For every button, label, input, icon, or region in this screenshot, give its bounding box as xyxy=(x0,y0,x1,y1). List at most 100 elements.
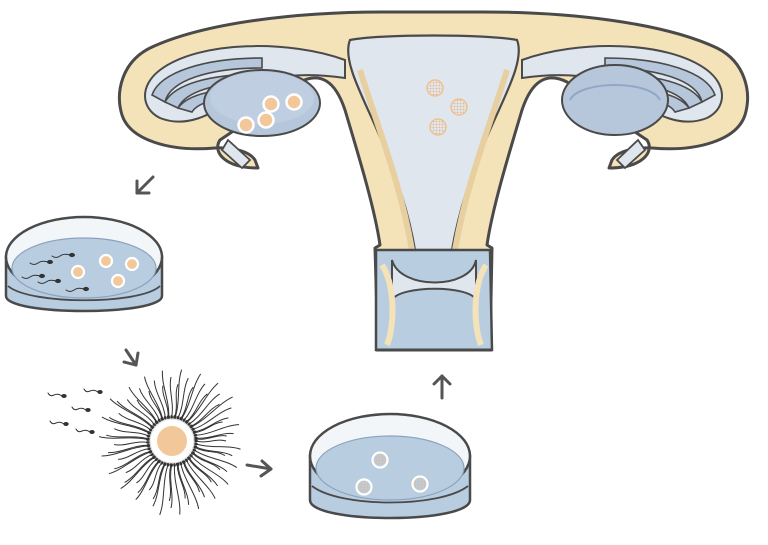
sperm-tail xyxy=(113,441,149,446)
sperm-tail xyxy=(124,456,155,483)
sperm-tail xyxy=(101,445,149,457)
process-arrows xyxy=(122,175,452,478)
sperm-head xyxy=(147,431,152,434)
sperm-tail xyxy=(118,412,152,431)
sperm-tail xyxy=(188,458,212,483)
sperm-tail xyxy=(188,457,219,487)
sperm-tail xyxy=(188,393,220,425)
sperm-tail xyxy=(192,407,232,430)
sperm-tail xyxy=(152,463,166,507)
arrow-down-left-icon xyxy=(135,175,155,195)
sperm-tail xyxy=(162,385,169,418)
arrow-down-icon xyxy=(122,348,140,367)
sperm-head xyxy=(152,455,156,459)
sperm-head xyxy=(148,449,153,453)
sperm-head xyxy=(161,417,164,421)
sperm-head xyxy=(146,434,151,438)
sperm-head xyxy=(191,427,195,431)
sperm-tail xyxy=(126,399,155,425)
sperm-head xyxy=(185,420,189,424)
sperm-tail xyxy=(195,443,241,450)
sperm-tail xyxy=(138,388,160,421)
sperm-tail xyxy=(182,462,200,493)
free-sperm xyxy=(47,388,103,434)
sperm-tail xyxy=(109,398,153,428)
sperm-head xyxy=(155,420,159,424)
sperm-head xyxy=(190,451,195,455)
sperm-tail xyxy=(195,439,227,443)
sperm-head xyxy=(167,415,171,420)
sperm-head xyxy=(193,446,198,449)
surrounding-sperm xyxy=(99,369,241,516)
sperm-tail xyxy=(194,446,226,457)
sperm-tail xyxy=(170,464,173,509)
dish-sperm xyxy=(21,252,89,292)
sperm-head xyxy=(194,439,198,443)
sperm-tail xyxy=(190,455,229,485)
uterus xyxy=(118,10,749,352)
sperm-tail xyxy=(114,428,149,437)
sperm-head xyxy=(157,459,161,463)
right-ovary xyxy=(561,64,669,136)
sperm-head xyxy=(160,460,164,465)
sperm-head xyxy=(148,428,153,432)
sperm-tail xyxy=(183,461,205,498)
sperm-head xyxy=(181,460,185,465)
sperm-tail xyxy=(136,458,157,484)
sperm-tail xyxy=(195,424,240,436)
sperm-tail xyxy=(169,376,173,418)
sperm-head xyxy=(173,462,176,467)
sperm-head xyxy=(187,422,191,426)
embryo-culture-petri-dish xyxy=(308,412,472,520)
sperm-tail xyxy=(136,399,157,423)
sperm-tail xyxy=(176,464,186,499)
sperm-head xyxy=(192,431,197,434)
sperm-head xyxy=(176,415,180,420)
sperm-tail xyxy=(195,432,234,439)
sperm-head xyxy=(189,425,194,429)
sperm-tail xyxy=(195,446,233,457)
sperm-head xyxy=(150,425,155,429)
sperm-tail xyxy=(190,403,220,427)
sperm-head xyxy=(192,448,197,452)
sperm-head xyxy=(154,457,159,462)
sperm-tail xyxy=(177,377,189,418)
sperm-head xyxy=(169,462,173,467)
sperm-tail xyxy=(118,448,150,460)
sperm-tail xyxy=(99,436,149,441)
sperm-tail xyxy=(174,384,179,418)
sperm-tail xyxy=(186,382,219,423)
sperm-tail xyxy=(168,464,172,502)
sperm-head xyxy=(146,437,151,441)
sperm-head xyxy=(175,462,179,467)
sperm-tail xyxy=(186,393,208,423)
sperm-head xyxy=(147,447,152,451)
sperm-head xyxy=(180,417,183,421)
sperm-head xyxy=(163,416,167,420)
sperm-tail xyxy=(116,400,153,428)
sperm-tail xyxy=(192,452,221,471)
sperm-tail xyxy=(185,459,216,499)
sperm-tail xyxy=(194,417,229,433)
sperm-tail xyxy=(161,370,170,418)
sperm-tail xyxy=(137,460,160,494)
sperm-tail xyxy=(159,464,169,516)
fertilization-petri-dish xyxy=(4,215,164,313)
dish-eggs xyxy=(70,253,140,289)
sperm-head xyxy=(179,461,183,466)
sperm-head xyxy=(146,441,151,444)
sperm-head xyxy=(193,433,198,437)
sperm-head xyxy=(163,461,166,466)
sperm-tail xyxy=(101,416,150,434)
sperm-tail xyxy=(191,396,233,428)
sperm-tail xyxy=(153,380,166,418)
sperm-head xyxy=(173,415,177,420)
sperm-head xyxy=(193,442,198,446)
sperm-tail xyxy=(106,434,149,440)
sperm-tail xyxy=(125,454,153,474)
fertilized-egg xyxy=(153,422,191,460)
dish-embryos xyxy=(355,451,429,496)
sperm-tail xyxy=(192,452,228,473)
sperm-tail xyxy=(183,383,206,421)
